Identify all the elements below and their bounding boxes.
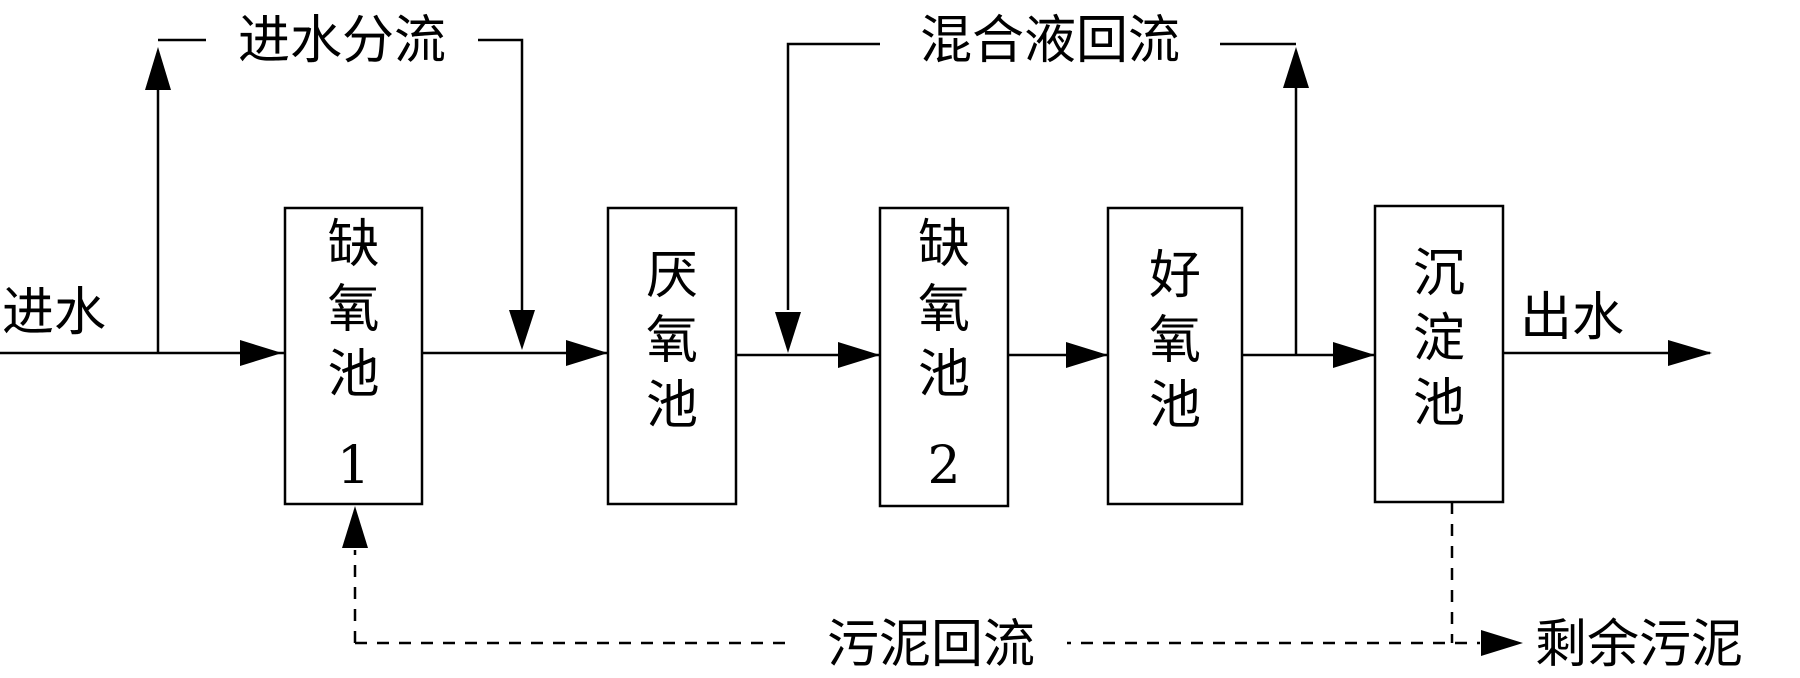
tank-sedimentation-char-1: 沉: [1413, 244, 1465, 304]
tank-anoxic-2-char-1: 缺: [918, 215, 970, 275]
arrow-effluent: [1668, 340, 1712, 366]
arrow-into-aerobic-tank: [1066, 342, 1108, 368]
arrow-into-anoxic-tank-1: [240, 340, 282, 366]
tank-aerobic-char-3: 池: [1149, 376, 1201, 436]
label-inflow: 进水: [2, 283, 106, 343]
tank-anoxic-1-char-1: 缺: [327, 215, 379, 275]
tank-anoxic-1: 缺 氧 池 1: [283, 206, 424, 506]
tank-anoxic-2-char-3: 池: [918, 345, 970, 405]
tank-aerobic-char-2: 氧: [1149, 311, 1201, 371]
arrow-into-anaerobic-tank: [566, 340, 608, 366]
tank-anoxic-1-char-3: 池: [327, 345, 379, 405]
label-mixed-liquor-recycle: 混合液回流: [920, 11, 1180, 71]
tank-anoxic-1-char-2: 氧: [327, 280, 379, 340]
tank-anoxic-2-char-4: 2: [927, 436, 960, 496]
tank-anoxic-2: 缺 氧 池 2: [878, 206, 1010, 508]
tank-aerobic: 好 氧 池: [1106, 206, 1244, 506]
tank-anaerobic: 厌 氧 池: [606, 206, 738, 506]
tank-sedimentation-char-2: 淀: [1413, 309, 1465, 369]
arrow-recycle-up: [1283, 47, 1309, 88]
arrow-inflow-split-up: [145, 47, 171, 90]
label-sludge-recycle: 污泥回流: [827, 615, 1035, 675]
arrow-recycle-down: [775, 312, 801, 353]
tank-sedimentation: 沉 淀 池: [1373, 204, 1505, 504]
arrow-sludge-recycle-up: [342, 506, 368, 548]
tank-anaerobic-char-2: 氧: [646, 311, 698, 371]
arrow-excess-sludge: [1481, 630, 1523, 656]
mixed-liquor-recycle-loop: [775, 5, 1309, 355]
arrow-inflow-split-down: [509, 310, 535, 350]
tank-anoxic-2-char-2: 氧: [918, 280, 970, 340]
tank-anaerobic-char-3: 池: [646, 376, 698, 436]
arrow-into-anoxic-tank-2: [838, 342, 880, 368]
sludge-recycle-loop: [342, 502, 1523, 678]
tank-aerobic-char-1: 好: [1149, 246, 1201, 306]
main-flow: [0, 340, 1712, 368]
inflow-split-loop: [145, 5, 535, 353]
label-inflow-split: 进水分流: [238, 11, 446, 71]
label-excess-sludge: 剩余污泥: [1535, 615, 1743, 675]
tank-anoxic-1-char-4: 1: [337, 436, 370, 496]
arrow-into-sedimentation-tank: [1333, 342, 1375, 368]
tank-anaerobic-char-1: 厌: [646, 246, 698, 306]
label-effluent: 出水: [1520, 288, 1624, 348]
tank-sedimentation-char-3: 池: [1413, 374, 1465, 434]
